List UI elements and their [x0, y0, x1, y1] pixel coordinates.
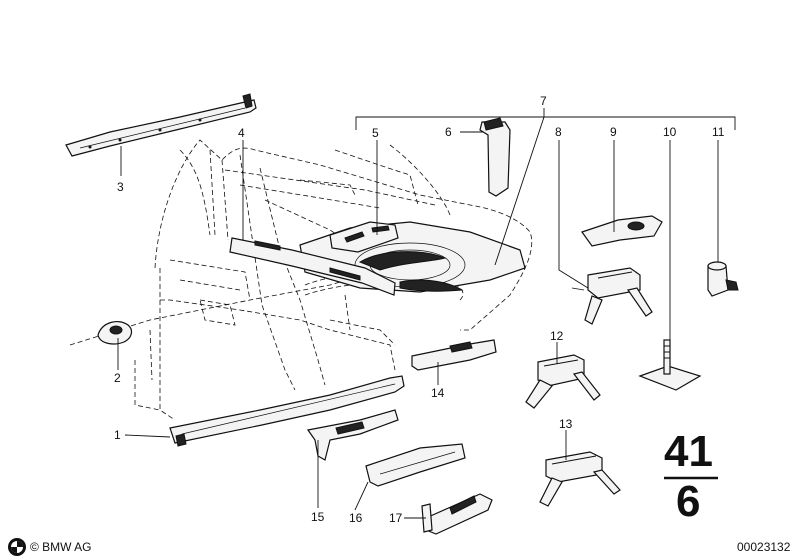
callout-12: 12: [550, 329, 564, 343]
callout-14: 14: [431, 386, 445, 400]
part-5-bracket: [329, 221, 399, 253]
group-main-number: 41: [664, 427, 713, 476]
part-9-mounting-plate: [581, 215, 663, 247]
callout-17: 17: [389, 511, 403, 525]
callout-1: 1: [114, 428, 121, 442]
callout-15: 15: [311, 510, 325, 524]
part-14-bracket: [411, 339, 497, 371]
part-1-side-sill: [169, 375, 405, 447]
part-6-vertical-bracket: [479, 117, 511, 197]
copyright-text: © BMW AG: [30, 540, 92, 554]
callout-9: 9: [610, 125, 617, 139]
part-16-floor-plate: [365, 443, 466, 487]
callout-10: 10: [663, 125, 677, 139]
leader-lines: [117, 108, 736, 519]
callout-2: 2: [114, 371, 121, 385]
group-sub-number: 6: [676, 477, 701, 526]
part-2-jack-mount: [97, 321, 133, 345]
callout-7: 7: [540, 94, 547, 108]
part-17-small-bracket: [421, 493, 493, 535]
part-4-rear-crossmember: [229, 237, 396, 296]
part-10-stud-plate: [638, 339, 702, 391]
callout-4: 4: [238, 126, 245, 140]
callout-3: 3: [117, 180, 124, 194]
part-3-roof-rail: [65, 93, 257, 157]
callout-6: 6: [445, 125, 452, 139]
part-15-reinforcement: [306, 409, 399, 461]
part-8-jack-support: [571, 267, 653, 325]
callout-16: 16: [349, 511, 363, 525]
part-13-support-bracket: [539, 451, 621, 507]
callout-8: 8: [555, 125, 562, 139]
callout-5: 5: [372, 126, 379, 140]
image-number: 00023132: [737, 540, 791, 554]
part-12-support-bracket: [525, 354, 601, 409]
bmw-roundel-icon: [8, 538, 26, 556]
callout-13: 13: [559, 417, 573, 431]
callout-11: 11: [712, 125, 725, 139]
part-11-rubber-buffer: [707, 261, 739, 297]
